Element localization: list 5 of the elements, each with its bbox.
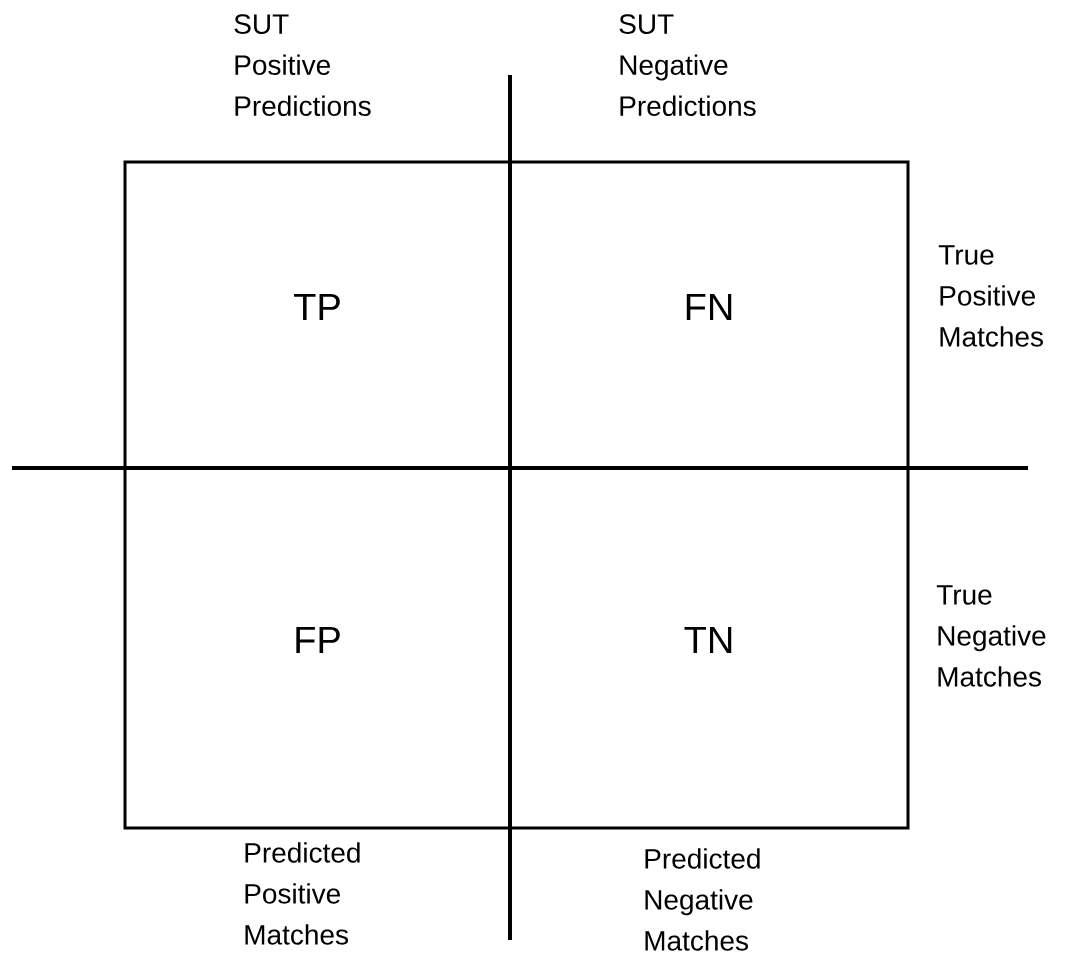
matrix-cell: FP <box>123 466 512 830</box>
matrix-cell: TN <box>508 466 910 830</box>
axis-label: True Positive Matches <box>938 245 1043 347</box>
matrix-cell: FN <box>508 160 910 470</box>
matrix-cell: TP <box>123 160 512 470</box>
